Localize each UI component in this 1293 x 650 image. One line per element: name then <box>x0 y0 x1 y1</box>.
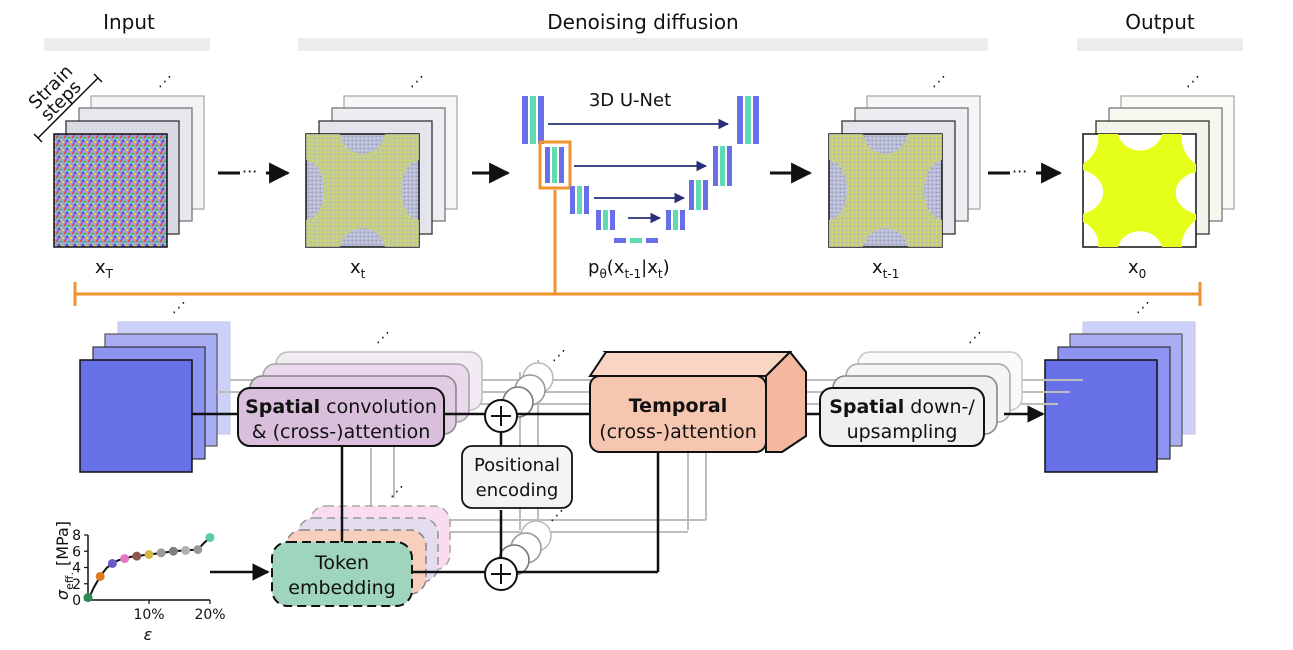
chart-y-tick-label: 8 <box>72 528 81 544</box>
svg-text:Temporal: Temporal <box>629 395 727 417</box>
chart-point <box>193 545 203 555</box>
svg-text:Denoising diffusion: Denoising diffusion <box>547 10 738 34</box>
unet-highlight-box <box>538 140 572 190</box>
label-xt-1: xt-1 <box>872 257 899 281</box>
stack-xt-1: ⋰ <box>828 74 981 248</box>
main-flow-lines <box>192 405 1045 574</box>
spatial-convolution-block: Spatial convolution & (cross-)attention <box>237 387 445 447</box>
svg-text:Spatial convolution: Spatial convolution <box>245 396 437 418</box>
chart-y-tick-label: 0 <box>72 593 81 609</box>
unet-title: 3D U-Net <box>589 90 671 111</box>
svg-text:Input: Input <box>103 10 155 34</box>
chart-point <box>156 548 166 558</box>
svg-text:encoding: encoding <box>476 480 559 501</box>
svg-text:⋰: ⋰ <box>968 330 982 346</box>
positional-encoding-block: Positional encoding <box>461 445 573 509</box>
svg-text:⋰: ⋰ <box>1186 74 1200 90</box>
label-xT: xT <box>95 257 114 281</box>
chart-x-tick-label: 20% <box>194 607 225 623</box>
chart-point <box>132 551 142 561</box>
chart-point <box>144 550 154 559</box>
section-header-output: Output <box>1077 10 1243 51</box>
svg-text:⋰: ⋰ <box>172 300 186 316</box>
arrow-xt1-to-x0: ··· <box>988 162 1063 184</box>
chart-point <box>83 593 93 603</box>
input-stack-xT: ⋰ <box>53 74 205 248</box>
section-header-input: Input <box>44 10 210 51</box>
chart-y-tick-label: 2 <box>72 577 81 593</box>
label-x0: x0 <box>1128 257 1146 281</box>
feature-stack-input: ⋰ <box>79 300 231 473</box>
unet-probability-label: pθ(xt-1|xt) <box>588 257 670 281</box>
chart-point <box>181 545 191 555</box>
svg-text:⋰: ⋰ <box>1136 300 1150 316</box>
add-node-top <box>484 399 518 433</box>
svg-text:Output: Output <box>1125 10 1195 34</box>
svg-text:⋰: ⋰ <box>552 348 566 364</box>
strain-steps-bracket <box>37 77 99 139</box>
svg-text:upsampling: upsampling <box>847 421 958 443</box>
unet-diagram: 3D U-Net <box>522 90 759 243</box>
svg-text:Token: Token <box>314 552 369 574</box>
chart-xlabel: ε <box>144 625 153 644</box>
chart-curve <box>87 536 211 601</box>
svg-text:⋰: ⋰ <box>410 74 424 90</box>
svg-text:embedding: embedding <box>288 577 395 599</box>
arrow-xT-to-xt: ··· <box>218 162 291 184</box>
stack-xt: ⋰ <box>305 74 458 248</box>
section-header-denoising: Denoising diffusion <box>298 10 988 51</box>
temporal-attention-block: Temporal (cross-)attention <box>588 350 807 454</box>
svg-text:···: ··· <box>242 162 257 181</box>
chart-y-tick-label: 6 <box>72 544 81 560</box>
chart-point <box>95 571 105 581</box>
chart-point <box>107 558 117 568</box>
feature-stack-output: ⋰ <box>1044 300 1196 473</box>
svg-text:⋰: ⋰ <box>390 484 404 500</box>
token-embedding-block: Token embedding <box>271 541 413 607</box>
svg-text:Spatial down-/: Spatial down-/ <box>829 396 975 418</box>
svg-text:Positional: Positional <box>474 455 560 476</box>
svg-text:···: ··· <box>1012 162 1027 181</box>
add-node-bottom <box>484 557 518 591</box>
svg-text:⋰: ⋰ <box>550 508 564 524</box>
chart-point <box>120 554 130 564</box>
svg-text:⋰: ⋰ <box>932 74 946 90</box>
label-xt: xt <box>350 257 366 281</box>
spatial-sampling-block: Spatial down-/ upsampling <box>819 387 985 447</box>
svg-text:(cross-)attention: (cross-)attention <box>599 421 757 443</box>
svg-text:⋰: ⋰ <box>376 330 390 346</box>
svg-text:⋰: ⋰ <box>158 74 172 90</box>
zoom-bracket <box>73 190 1202 306</box>
chart-point <box>168 546 178 556</box>
chart-ylabel: σeff.[MPa] <box>53 521 76 600</box>
chart-point <box>205 532 215 542</box>
svg-text:& (cross-)attention: & (cross-)attention <box>252 421 430 443</box>
output-stack-x0: ⋰ <box>1082 74 1235 248</box>
chart-x-tick-label: 10% <box>133 607 164 623</box>
chart-y-tick-label: 4 <box>72 561 81 577</box>
